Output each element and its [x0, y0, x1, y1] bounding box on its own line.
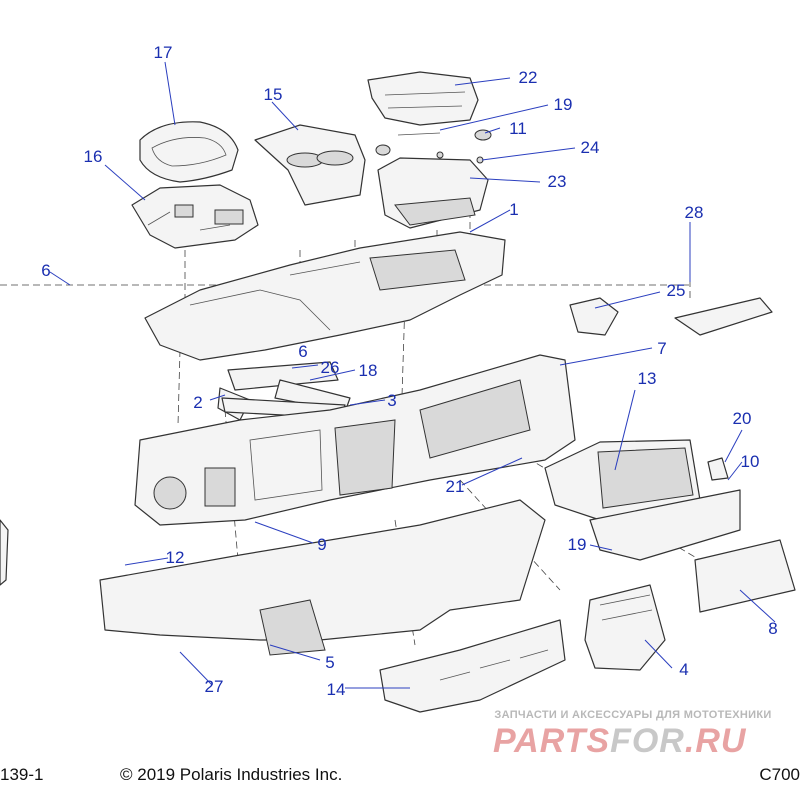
callout-15: 15 — [264, 85, 283, 104]
callout-10: 10 — [741, 452, 760, 471]
part-cup-holder-upper — [254, 124, 366, 206]
callout-6-left: 6 — [41, 261, 50, 280]
callout-3: 3 — [387, 391, 396, 410]
part-left-edge-clip — [0, 519, 9, 586]
callout-4: 4 — [679, 660, 688, 679]
watermark-tagline: ЗАПЧАСТИ И АКСЕССУАРЫ ДЛЯ МОТОТЕХНИКИ — [494, 709, 771, 721]
watermark-brand: PARTSFOR.RU — [493, 722, 747, 760]
callout-numbers: 17 16 15 22 19 11 24 23 1 28 6 25 7 6 26… — [41, 43, 777, 699]
callout-13: 13 — [638, 369, 657, 388]
callout-14: 14 — [327, 680, 346, 699]
callout-28: 28 — [685, 203, 704, 222]
part-gauge-panel — [131, 184, 259, 249]
callout-19-lower: 19 — [568, 535, 587, 554]
page-code: C700 — [759, 765, 800, 784]
part-main-dash-frame — [134, 354, 576, 526]
callout-11: 11 — [509, 119, 527, 138]
callout-25: 25 — [667, 281, 686, 300]
hardware-fasteners-top — [375, 129, 492, 164]
callout-16: 16 — [84, 147, 103, 166]
doc-number: 139-1 — [0, 765, 43, 784]
callout-22: 22 — [519, 68, 538, 87]
callout-9: 9 — [317, 535, 326, 554]
part-storage-lid — [367, 71, 479, 126]
callout-5: 5 — [325, 653, 334, 672]
callout-17: 17 — [154, 43, 173, 62]
callout-24: 24 — [581, 138, 600, 157]
callout-7: 7 — [657, 339, 666, 358]
callout-1: 1 — [509, 200, 518, 219]
callout-23: 23 — [548, 172, 567, 191]
callout-20: 20 — [733, 409, 752, 428]
copyright-notice: © 2019 Polaris Industries Inc. — [120, 765, 342, 784]
callout-6-mid: 6 — [298, 342, 307, 361]
callout-8: 8 — [768, 619, 777, 638]
part-instrument-bezel — [139, 121, 239, 183]
callout-19-top: 19 — [554, 95, 573, 114]
part-lower-dash-components — [99, 499, 666, 713]
callout-leader-lines — [49, 61, 776, 689]
part-upper-dash — [144, 231, 506, 361]
callout-12: 12 — [166, 548, 185, 567]
callout-26: 26 — [321, 358, 340, 377]
callout-18: 18 — [359, 361, 378, 380]
watermark: ЗАПЧАСТИ И АКСЕССУАРЫ ДЛЯ МОТОТЕХНИКИ PA… — [493, 709, 771, 760]
part-right-side-components — [544, 297, 796, 613]
callout-21: 21 — [446, 477, 465, 496]
footer: 139-1 © 2019 Polaris Industries Inc. C70… — [0, 765, 800, 784]
callout-2: 2 — [193, 393, 202, 412]
callout-27: 27 — [205, 677, 224, 696]
part-storage-bin — [377, 157, 489, 229]
